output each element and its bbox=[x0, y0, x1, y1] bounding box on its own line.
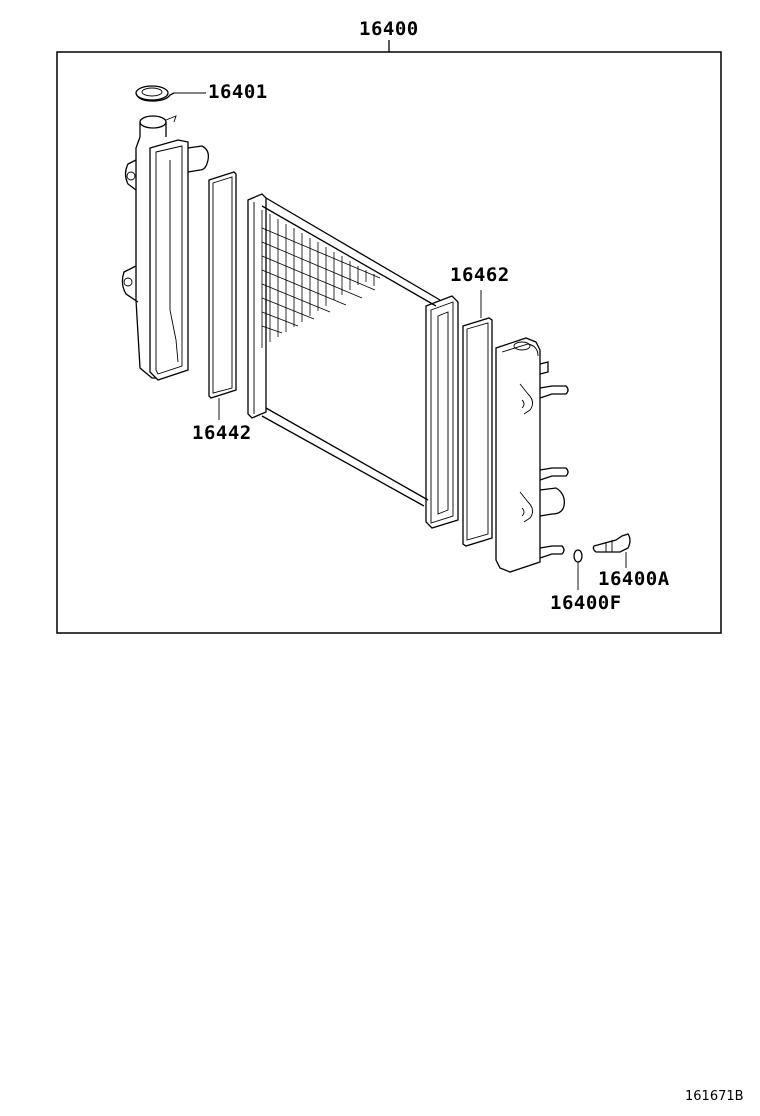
part-label-drain-plug: 16400A bbox=[598, 568, 670, 590]
right-gasket-drawing bbox=[462, 290, 493, 547]
core-fins bbox=[261, 210, 381, 348]
radiator-cap-drawing bbox=[135, 85, 206, 102]
assembly-frame bbox=[56, 40, 722, 634]
drain-plug-drawing bbox=[592, 533, 631, 568]
part-label-left-gasket: 16442 bbox=[192, 422, 252, 444]
figure-code: 161671B bbox=[685, 1089, 744, 1104]
right-tank-drawing bbox=[495, 337, 569, 573]
radiator-core-drawing bbox=[247, 193, 459, 529]
assembly-label: 16400 bbox=[359, 18, 419, 40]
part-label-o-ring: 16400F bbox=[550, 592, 622, 614]
part-label-cap: 16401 bbox=[208, 81, 268, 103]
part-label-right-gasket: 16462 bbox=[450, 264, 510, 286]
left-gasket-drawing bbox=[208, 171, 237, 420]
left-tank-drawing bbox=[121, 115, 210, 381]
o-ring-drawing bbox=[573, 549, 583, 590]
